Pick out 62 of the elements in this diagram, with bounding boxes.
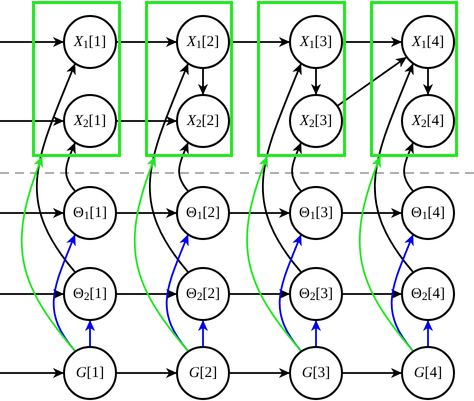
arrow — [262, 63, 302, 272]
arrow — [0, 208, 64, 218]
arrow — [65, 142, 76, 192]
arrow — [0, 116, 64, 126]
arrow — [343, 368, 402, 378]
node-label: Θ$_{2}$[2] — [186, 286, 220, 302]
arrow — [230, 208, 290, 218]
arrow — [198, 320, 208, 346]
arrow — [423, 69, 433, 95]
arrow — [0, 289, 64, 299]
plate-box — [370, 1, 458, 157]
plate-box — [32, 1, 121, 157]
node-label: Θ$_{2}$[4] — [411, 286, 445, 302]
node-label: X$_{2}$[2] — [186, 114, 220, 128]
arrow — [230, 289, 290, 299]
arrow — [291, 142, 302, 192]
node-label: Θ$_{1}$[1] — [73, 206, 107, 220]
arrow — [230, 368, 290, 378]
node-label: X$_{2}$[3] — [300, 114, 332, 128]
arrow — [358, 156, 414, 352]
arrow — [343, 289, 402, 299]
node-label: Θ$_{1}$[4] — [411, 206, 445, 220]
arrow — [198, 69, 208, 95]
arrow — [85, 320, 95, 346]
arrow — [0, 37, 64, 47]
arrow — [178, 142, 189, 192]
arrow — [134, 156, 188, 352]
arrow — [403, 142, 414, 192]
arrow — [117, 289, 177, 299]
arrow — [0, 368, 64, 378]
plate-box — [145, 1, 233, 157]
node-label: G[1] — [76, 366, 104, 380]
arrow — [374, 63, 414, 272]
plate-box — [257, 1, 346, 157]
arrow — [246, 156, 302, 352]
arrow — [117, 208, 177, 218]
node-label: G[2] — [188, 366, 218, 380]
node-label: G[3] — [302, 366, 330, 380]
node-label: X$_{1}$[2] — [186, 34, 220, 50]
node-label: X$_{2}$[1] — [74, 114, 106, 128]
arrow — [117, 116, 177, 126]
node-label: X$_{1}$[4] — [412, 34, 444, 50]
arrow — [343, 37, 402, 47]
arrow — [338, 56, 407, 106]
arrow — [311, 69, 321, 95]
arrow — [311, 320, 321, 346]
arrow — [20, 156, 76, 352]
arrow — [36, 63, 76, 272]
arrow — [230, 37, 290, 47]
node-label: Θ$_{2}$[3] — [299, 286, 333, 302]
node-label: X$_{1}$[1] — [74, 34, 106, 50]
node-label: G[4] — [414, 366, 442, 380]
node-label: Θ$_{1}$[3] — [299, 206, 333, 220]
arrow — [149, 63, 189, 272]
node-label: Θ$_{1}$[2] — [186, 206, 220, 220]
arrow — [343, 208, 402, 218]
node-label: Θ$_{2}$[1] — [73, 286, 107, 302]
arrow — [423, 320, 433, 346]
arrow — [117, 37, 177, 47]
node-label: X$_{2}$[4] — [412, 114, 444, 128]
node-label: X$_{1}$[3] — [300, 34, 332, 50]
arrow — [117, 368, 177, 378]
